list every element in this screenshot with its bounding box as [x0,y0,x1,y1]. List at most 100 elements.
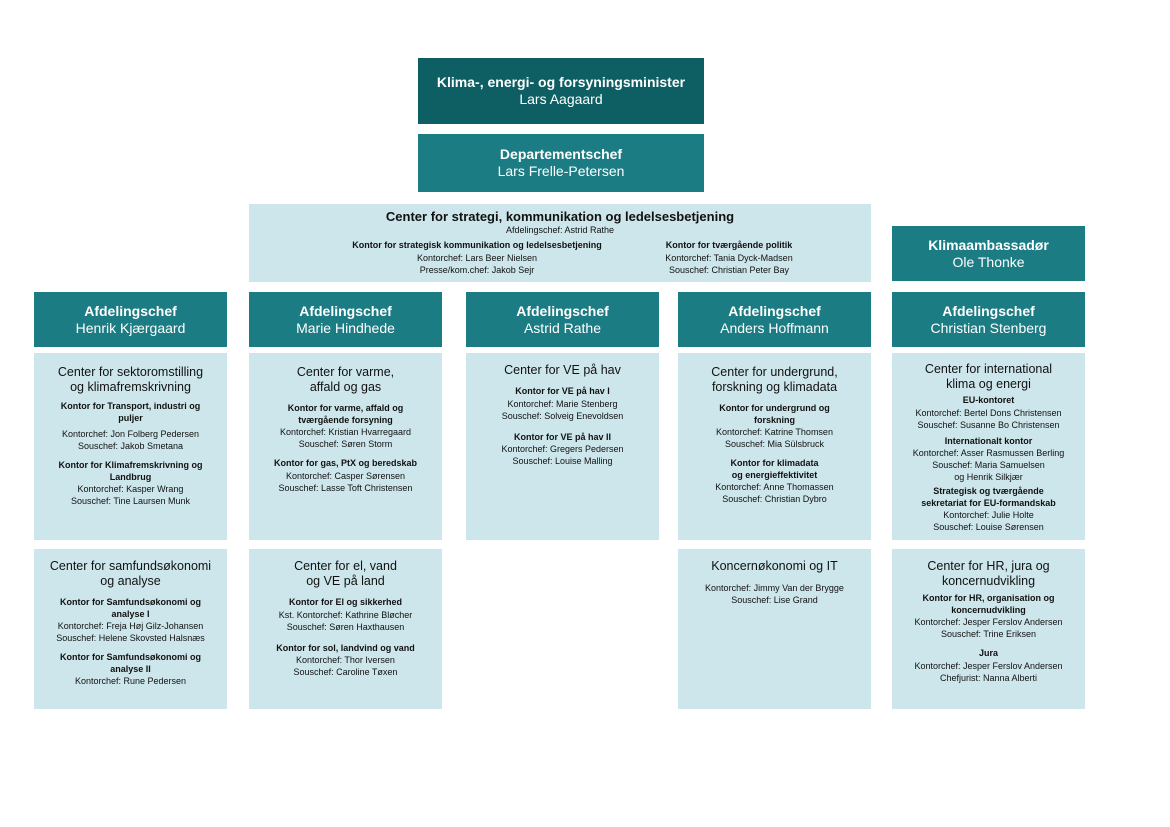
office-name: Kontor for strategisk kommunikation og l… [352,240,602,250]
office-line: Kontorchef: Jesper Ferslov Andersen [914,660,1063,671]
office: Strategisk og tværgående sekretariat for… [892,486,1085,533]
office-line: Souschef: Louise Sørensen [933,522,1044,532]
office-name: Kontor for undergrund og forskning [719,403,830,425]
minister-box: Klima-, energi- og forsyningsminister La… [418,58,704,124]
office-line: Souschef: Louise Malling [512,456,613,466]
office: Kontor for VE på hav I Kontorchef: Marie… [466,386,659,422]
office-line: Souschef: Jakob Smetana [77,441,184,451]
office-name: Kontor for klimadata og energieffektivit… [730,458,819,480]
center-samfundsokonomi: Center for samfundsøkonomi og analyse Ko… [34,549,227,709]
office-line: Kontorchef: Anne Thomassen [715,482,834,492]
office-line: Kontorchef: Gregers Pedersen [501,444,624,454]
head-title: Afdelingschef [942,302,1035,319]
office-name: EU-kontoret [962,395,1015,405]
strategy-center-title: Center for strategi, kommunikation og le… [385,209,735,224]
office-line: Kst. Kontorchef: Kathrine Bløcher [278,609,413,620]
climate-ambassador-box: Klimaambassadør Ole Thonke [892,226,1085,281]
department-head-hoffmann: Afdelingschef Anders Hoffmann [678,292,871,347]
office-line: Souschef: Trine Eriksen [940,629,1037,639]
office-name: Kontor for tværgående politik [665,240,793,250]
office-line: Kontorchef: Asser Rasmussen Berling [912,448,1065,458]
office-line: Souschef: Tine Laursen Munk [70,496,191,506]
office: Kontor for Samfundsøkonomi og analyse II… [34,652,227,687]
office-line: Souschef: Susanne Bo Christensen [917,419,1060,430]
center-varme: Center for varme, affald og gas Kontor f… [249,353,442,540]
office-line: Kontorchef: Julie Holte [943,510,1034,520]
head-title: Afdelingschef [299,302,392,319]
office-line: Kontorchef: Rune Pedersen [74,676,187,686]
office-name: Strategisk og tværgående sekretariat for… [921,486,1056,508]
center-title: Center for varme, affald og gas [296,365,395,394]
office: Kontor for Transport, industri og puljer… [34,401,227,452]
office-name: Kontor for sol, landvind og vand [276,642,415,653]
office-line: Souschef: Mia Sülsbruck [724,439,825,449]
office: Kontorchef: Jimmy Van der Brygge Sousche… [678,582,871,606]
office-line: og Henrik Silkjær [954,472,1023,482]
center-el-vand: Center for el, vand og VE på land Kontor… [249,549,442,709]
office-line: Souschef: Solveig Enevoldsen [501,410,624,421]
department-head-kjaergaard: Afdelingschef Henrik Kjærgaard [34,292,227,347]
center-hr-jura: Center for HR, jura og koncernudvikling … [892,549,1085,709]
center-title: Koncernøkonomi og IT [711,559,838,573]
office: Kontor for Klimafremskrivning og Landbru… [34,460,227,507]
office: Kontor for gas, PtX og beredskab Kontorc… [249,458,442,494]
climate-ambassador-name: Ole Thonke [952,253,1025,270]
head-name: Astrid Rathe [523,319,602,336]
office-line: Chefjurist: Nanna Alberti [939,672,1038,683]
center-title: Center for undergrund, forskning og klim… [711,365,838,394]
office-line: Souschef: Lasse Toft Christensen [278,482,413,493]
center-koncernokonomi: Koncernøkonomi og IT Kontorchef: Jimmy V… [678,549,871,709]
department-head-title: Departementschef [499,146,623,162]
office-line: Souschef: Søren Haxthausen [286,621,405,632]
center-title: Center for el, vand og VE på land [294,559,397,588]
office-line: Souschef: Søren Storm [298,439,393,449]
office-name: Kontor for Samfundsøkonomi og analyse I [60,597,201,619]
office-line: Kontorchef: Thor Iversen [296,655,395,665]
office-line: Souschef: Christian Peter Bay [668,264,790,275]
center-undergrund: Center for undergrund, forskning og klim… [678,353,871,540]
office-name: Jura [978,648,998,658]
office-line: Kontorchef: Lars Beer Nielsen [416,252,538,263]
office-line: Kontorchef: Tania Dyck-Madsen [665,252,793,263]
office-line: Kontorchef: Kristian Hvarregaard [279,427,412,437]
head-name: Marie Hindhede [296,319,395,336]
center-title: Center for VE på hav [504,363,621,377]
minister-name: Lars Aagaard [519,91,603,107]
office-line: Souschef: Caroline Tøxen [293,667,398,677]
office-line: Souschef: Helene Skovsted Halsnæs [56,633,205,643]
strategy-center-box: Center for strategi, kommunikation og le… [249,204,871,282]
office-line: Souschef: Christian Dybro [722,494,827,504]
office-line: Kontorchef: Marie Stenberg [507,398,618,409]
department-head-stenberg: Afdelingschef Christian Stenberg [892,292,1085,347]
office-name: Kontor for HR, organisation og koncernud… [922,593,1055,615]
office: Kontor for VE på hav II Kontorchef: Greg… [466,432,659,468]
office-name: Kontor for Transport, industri og puljer [60,401,201,423]
office: Internationalt kontor Kontorchef: Asser … [892,436,1085,484]
strategy-office-2: Kontor for tværgående politik Kontorchef… [599,240,859,276]
center-title: Center for samfundsøkonomi og analyse [49,559,212,588]
climate-ambassador-title: Klimaambassadør [928,236,1049,253]
office: Kontor for El og sikkerhed Kst. Kontorch… [249,597,442,633]
office-name: Kontor for Klimafremskrivning og Landbru… [58,460,203,482]
office-name: Kontor for El og sikkerhed [288,597,402,607]
department-head-box: Departementschef Lars Frelle-Petersen [418,134,704,192]
office: EU-kontoret Kontorchef: Bertel Dons Chri… [892,395,1085,431]
office: Kontor for klimadata og energieffektivit… [678,458,871,505]
office-line: Kontorchef: Jimmy Van der Brygge [705,583,844,593]
head-title: Afdelingschef [84,302,177,319]
strategy-center-head: Afdelingschef: Astrid Rathe [505,225,615,235]
office: Kontor for HR, organisation og koncernud… [892,593,1085,640]
department-head-hindhede: Afdelingschef Marie Hindhede [249,292,442,347]
office: Kontor for Samfundsøkonomi og analyse I … [34,597,227,644]
head-name: Henrik Kjærgaard [75,319,186,336]
head-title: Afdelingschef [728,302,821,319]
office-name: Kontor for VE på hav I [515,386,610,396]
office: Kontor for sol, landvind og vand Kontorc… [249,643,442,679]
office-line: Kontorchef: Jesper Ferslov Andersen [914,617,1063,627]
head-name: Christian Stenberg [930,319,1047,336]
office: Jura Kontorchef: Jesper Ferslov Andersen… [892,648,1085,684]
office: Kontor for varme, affald og tværgående f… [249,403,442,450]
department-head-rathe: Afdelingschef Astrid Rathe [466,292,659,347]
office: Kontor for undergrund og forskning Konto… [678,403,871,450]
office-line: Presse/kom.chef: Jakob Sejr [419,264,535,275]
